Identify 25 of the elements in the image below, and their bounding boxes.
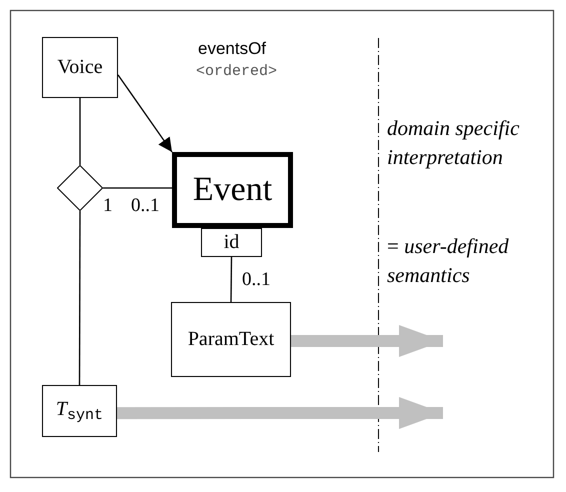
multiplicity-label: 0..1: [131, 196, 160, 215]
entity-box: [171, 302, 291, 377]
thick-arrow: [291, 325, 443, 357]
entity-name: T$_{synt}$: [56, 398, 104, 424]
annotation-text: = user-defined semantics: [387, 233, 510, 289]
relationship-diamond: [57, 165, 103, 211]
arrow: [117, 74, 173, 152]
entity-box: [42, 37, 118, 98]
entity-box: [42, 385, 117, 437]
entity-name: Voice: [57, 56, 103, 79]
entity-box: [172, 152, 293, 228]
edge-label: eventsOf: [198, 40, 266, 57]
multiplicity-label: 0..1: [242, 270, 270, 289]
connector-line: [103, 187, 172, 189]
annotation-text: domain specific interpretation: [387, 115, 520, 171]
connector-line: [230, 257, 232, 302]
entity-name: id: [224, 231, 240, 254]
connector-line: [78, 211, 81, 385]
entity-name: Event: [192, 171, 272, 209]
stereotype-label: <ordered>: [196, 64, 278, 79]
qualifier-box: [201, 228, 262, 257]
entity-name: ParamText: [188, 328, 274, 351]
connector-line: [79, 98, 81, 165]
multiplicity-label: 1: [103, 196, 112, 215]
thick-arrow: [117, 397, 443, 429]
